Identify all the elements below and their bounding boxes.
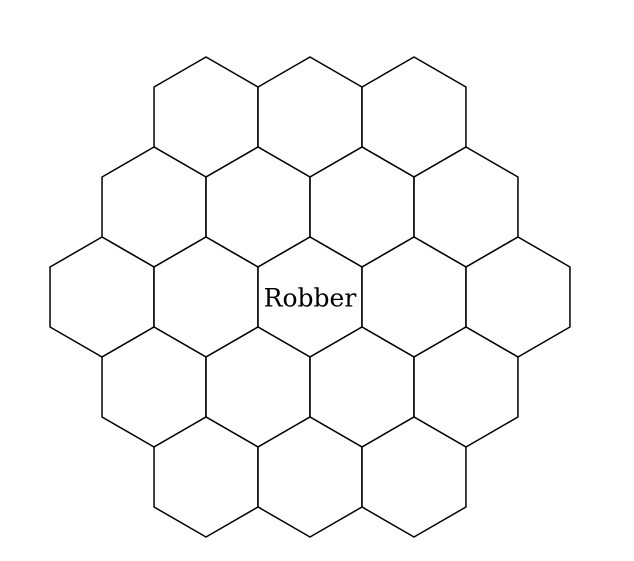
- hex-labels: Robber: [264, 284, 357, 313]
- hex-tiles: [49, 56, 571, 538]
- hex-tile: [361, 416, 467, 538]
- robber-label: Robber: [264, 284, 357, 313]
